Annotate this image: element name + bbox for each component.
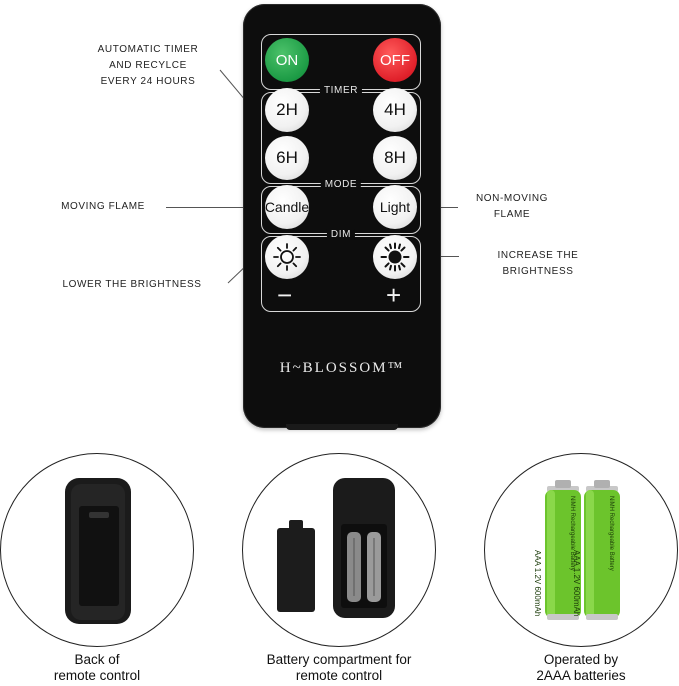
increase-brightness-callout: INCREASE THE BRIGHTNESS <box>497 250 579 277</box>
timer-callout-line2: AND RECYLCE <box>109 60 187 71</box>
aaa-batteries-image <box>545 480 620 620</box>
moving-flame-callout: MOVING FLAME <box>61 201 145 212</box>
sun-outline-icon <box>273 243 301 271</box>
timer-4h-button[interactable]: 4H <box>373 88 417 132</box>
remote-bottom-notch <box>286 424 398 430</box>
off-button[interactable]: OFF <box>373 38 417 82</box>
moving-flame-leader-line <box>166 207 266 208</box>
dim-down-button[interactable] <box>265 235 309 279</box>
timer-callout: AUTOMATIC TIMER AND RECYLCE EVERY 24 HOU… <box>96 42 200 90</box>
lower-brightness-callout: LOWER THE BRIGHTNESS <box>62 279 202 290</box>
batteries-circle: AAA 1.2V 600mAh AAA 1.2V 600mAh NiMH Rec… <box>484 453 678 647</box>
back-caption: Back of remote control <box>0 652 194 684</box>
compartment-circle <box>242 453 436 647</box>
minus-sign: − <box>277 280 293 310</box>
battery-right-brand: NiMH Rechargeable Battery <box>608 496 614 571</box>
timer-8h-button[interactable]: 8H <box>373 136 417 180</box>
battery-compartment-image <box>277 478 395 618</box>
remote-control: ON OFF TIMER 2H 4H 6H 8H MODE Candle Lig… <box>243 4 441 428</box>
battery-left <box>545 480 581 620</box>
sun-filled-icon <box>380 242 410 272</box>
dim-panel-title: DIM <box>326 229 356 240</box>
back-remote-circle <box>0 453 194 647</box>
plus-sign: + <box>386 280 402 310</box>
dim-up-button[interactable] <box>373 235 417 279</box>
back-caption-line2: remote control <box>53 668 141 683</box>
brand-logo-text: H~BLOSSOM™ <box>279 360 405 376</box>
batteries-caption: Operated by 2AAA batteries <box>484 652 678 684</box>
batteries-caption-line2: 2AAA batteries <box>536 668 626 683</box>
candle-mode-button[interactable]: Candle <box>265 185 309 229</box>
timer-6h-button[interactable]: 6H <box>265 136 309 180</box>
non-moving-callout-line1: NON-MOVING <box>475 193 549 204</box>
on-button[interactable]: ON <box>265 38 309 82</box>
timer-callout-line3: EVERY 24 HOURS <box>100 76 196 87</box>
compartment-caption-line2: remote control <box>295 668 383 683</box>
timer-panel-title: TIMER <box>319 85 363 96</box>
back-caption-line1: Back of <box>74 652 120 667</box>
mode-panel-title: MODE <box>320 179 362 190</box>
compartment-caption: Battery compartment for remote control <box>236 652 442 684</box>
compartment-caption-line1: Battery compartment for <box>266 652 412 667</box>
non-moving-callout: NON-MOVING FLAME <box>474 191 550 223</box>
timer-2h-button[interactable]: 2H <box>265 88 309 132</box>
light-mode-button[interactable]: Light <box>373 185 417 229</box>
non-moving-callout-line2: FLAME <box>493 209 531 220</box>
battery-left-brand: NiMH Rechargeable Battery <box>569 496 575 571</box>
battery-left-label: AAA 1.2V 600mAh <box>533 550 542 617</box>
timer-callout-line1: AUTOMATIC TIMER <box>97 44 199 55</box>
dim-panel: DIM <box>261 229 421 312</box>
remote-back-image <box>65 478 131 624</box>
battery-right <box>584 480 620 620</box>
batteries-caption-line1: Operated by <box>543 652 619 667</box>
